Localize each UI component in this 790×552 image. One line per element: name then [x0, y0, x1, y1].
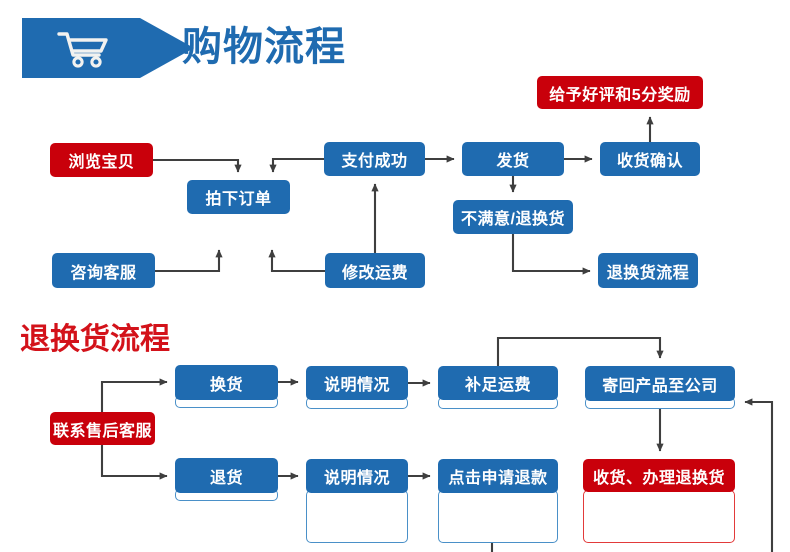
node-label-place-order: 拍下订单 — [187, 180, 290, 214]
node-label-ship: 发货 — [462, 142, 564, 176]
node-pay-success[interactable]: 支付成功 — [324, 142, 425, 176]
node-receive-handle[interactable]: 收货、办理退换货 — [583, 459, 735, 543]
node-after-sales[interactable]: 联系售后客服 — [50, 412, 155, 445]
node-modify-fee[interactable]: 修改运费 — [325, 253, 425, 288]
node-body-apply-refund — [438, 490, 558, 543]
node-contact[interactable]: 咨询客服 — [52, 253, 155, 288]
node-label-confirm: 收货确认 — [600, 142, 700, 176]
node-label-extra-fee: 补足运费 — [438, 366, 558, 400]
node-label-reward: 给予好评和5分奖励 — [537, 76, 703, 109]
node-label-receive-handle: 收货、办理退换货 — [583, 459, 735, 492]
shopping-cart-icon — [57, 32, 108, 68]
page-title-return: 退换货流程 — [20, 323, 170, 356]
section-banner-shopping — [22, 18, 194, 78]
node-place-order[interactable]: 拍下订单 — [187, 180, 290, 214]
node-label-refund-goods: 退货 — [175, 458, 278, 493]
node-refund-goods[interactable]: 退货 — [175, 458, 278, 501]
node-extra-fee[interactable]: 补足运费 — [438, 366, 558, 409]
node-label-after-sales: 联系售后客服 — [50, 412, 155, 445]
node-return-flow[interactable]: 退换货流程 — [598, 253, 698, 288]
node-label-send-back: 寄回产品至公司 — [585, 366, 735, 401]
node-explain-1[interactable]: 说明情况 — [306, 366, 408, 409]
node-body-explain-2 — [306, 490, 408, 543]
node-explain-2[interactable]: 说明情况 — [306, 459, 408, 543]
node-exchange[interactable]: 换货 — [175, 365, 278, 408]
node-label-browse: 浏览宝贝 — [50, 143, 153, 177]
node-label-exchange: 换货 — [175, 365, 278, 400]
node-label-apply-refund: 点击申请退款 — [438, 459, 558, 493]
node-body-receive-handle — [583, 490, 735, 543]
node-label-return-flow: 退换货流程 — [598, 253, 698, 288]
node-label-explain-1: 说明情况 — [306, 366, 408, 400]
node-label-modify-fee: 修改运费 — [325, 253, 425, 288]
node-label-explain-2: 说明情况 — [306, 459, 408, 493]
node-send-back[interactable]: 寄回产品至公司 — [585, 366, 735, 409]
node-unsatisfied[interactable]: 不满意/退换货 — [453, 200, 573, 234]
page-title-shopping: 购物流程 — [182, 25, 346, 69]
node-browse[interactable]: 浏览宝贝 — [50, 143, 153, 177]
node-label-contact: 咨询客服 — [52, 253, 155, 288]
node-label-pay-success: 支付成功 — [324, 142, 425, 176]
node-reward[interactable]: 给予好评和5分奖励 — [537, 76, 703, 109]
node-ship[interactable]: 发货 — [462, 142, 564, 176]
node-apply-refund[interactable]: 点击申请退款 — [438, 459, 558, 543]
node-label-unsatisfied: 不满意/退换货 — [453, 200, 573, 234]
node-confirm[interactable]: 收货确认 — [600, 142, 700, 176]
